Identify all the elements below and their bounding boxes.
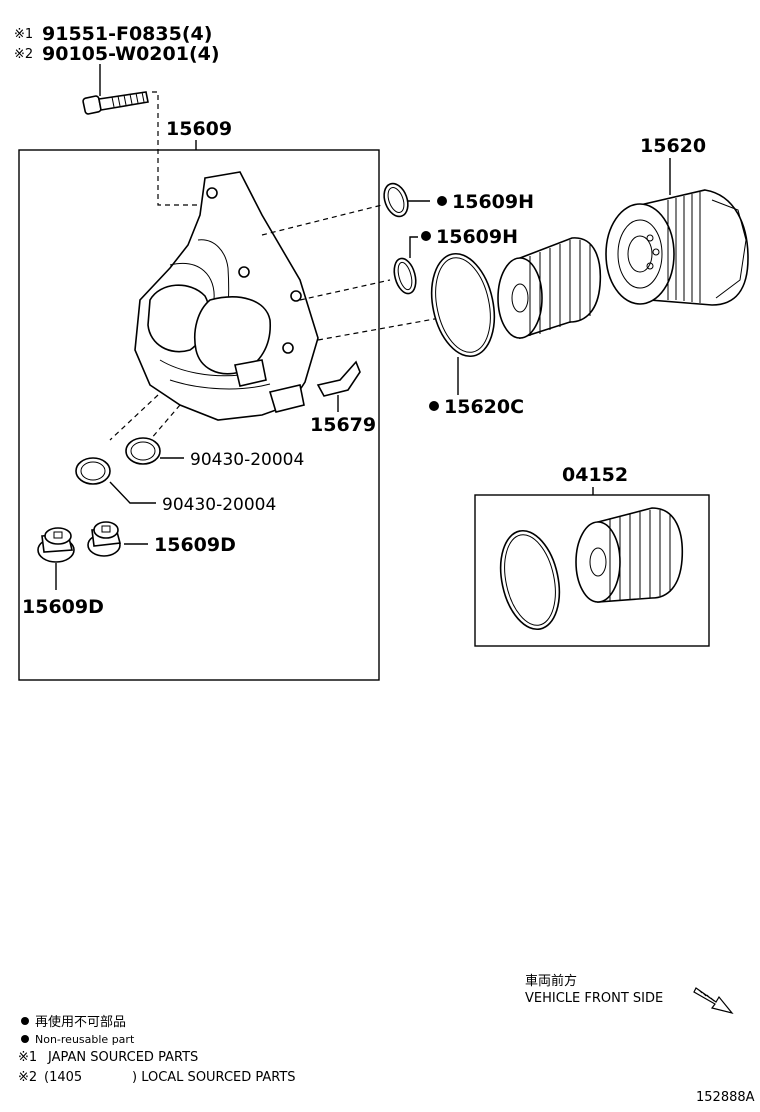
leader-gasket-a xyxy=(109,394,159,441)
housing-assembly-box xyxy=(18,149,380,681)
front-direction-arrow-icon xyxy=(693,987,734,1015)
plug-right-label[interactable]: 15609D xyxy=(154,534,236,556)
legend-note1-mark: ※1 xyxy=(18,1050,37,1065)
bracket-label[interactable]: 15679 xyxy=(310,414,376,436)
bolt-part-number-1[interactable]: 91551-F0835(4) xyxy=(42,23,212,45)
legend-note2-text: ) LOCAL SOURCED PARTS xyxy=(132,1070,296,1085)
oring-lower-leader xyxy=(409,236,418,258)
bolt-callout: ※1 91551-F0835(4) ※2 90105-W0201(4) xyxy=(14,23,220,96)
filter-element-icon xyxy=(497,237,602,340)
legend-note2-mark: ※2 xyxy=(18,1070,37,1085)
legend-note2-open: (1405 xyxy=(44,1070,82,1085)
element-kit-box xyxy=(474,494,710,647)
oring-lower-label[interactable]: 15609H xyxy=(436,226,518,248)
oring-upper-icon xyxy=(383,182,409,218)
gasket-b-icon xyxy=(75,457,111,485)
legend-dot xyxy=(21,1035,29,1043)
cap-label[interactable]: 15620 xyxy=(640,135,706,157)
cap-gasket-icon xyxy=(430,252,496,358)
gasket-b-leader xyxy=(109,481,156,504)
element-kit-gasket-icon xyxy=(499,529,561,631)
oring-lower-icon xyxy=(393,257,417,295)
direction-label-jp: 車両前方 xyxy=(525,973,577,989)
oring-upper-label[interactable]: 15609H xyxy=(452,191,534,213)
gasket-a-label[interactable]: 90430-20004 xyxy=(190,450,304,470)
bolt-mark-2: ※2 xyxy=(14,47,33,62)
gasket-b-label[interactable]: 90430-20004 xyxy=(162,495,276,515)
figure-id: 152888A xyxy=(696,1090,755,1105)
plug-right-icon xyxy=(87,521,122,557)
non-reusable-dot xyxy=(421,231,431,241)
element-kit-filter-icon xyxy=(575,507,684,603)
leader-gasket-b xyxy=(149,404,181,441)
bracket-icon xyxy=(316,360,361,397)
cap-gasket-label[interactable]: 15620C xyxy=(444,396,524,418)
direction-label-en: VEHICLE FRONT SIDE xyxy=(525,991,663,1006)
bolt-icon xyxy=(82,91,149,115)
bolt-part-number-2[interactable]: 90105-W0201(4) xyxy=(42,43,220,65)
leader-oring-upper xyxy=(261,204,383,236)
leader-cap-gasket xyxy=(317,317,441,341)
legend-jp: 再使用不可部品 xyxy=(35,1014,126,1030)
legend-note1-text: JAPAN SOURCED PARTS xyxy=(47,1050,198,1065)
plug-left-label[interactable]: 15609D xyxy=(22,596,104,618)
oil-filter-housing-icon xyxy=(134,171,319,421)
housing-label[interactable]: 15609 xyxy=(166,118,232,140)
non-reusable-dot xyxy=(429,401,439,411)
plug-left-icon xyxy=(37,527,75,563)
gasket-a-icon xyxy=(125,437,161,465)
element-kit-label[interactable]: 04152 xyxy=(562,464,628,486)
leader-oring-lower xyxy=(299,279,391,301)
non-reusable-dot xyxy=(437,196,447,206)
bolt-mark-1: ※1 xyxy=(14,27,33,42)
oil-filter-cap-icon xyxy=(605,189,749,306)
legend-dot xyxy=(21,1017,29,1025)
legend-en: Non-reusable part xyxy=(35,1033,135,1046)
bolt-dashed-leader xyxy=(152,91,205,206)
